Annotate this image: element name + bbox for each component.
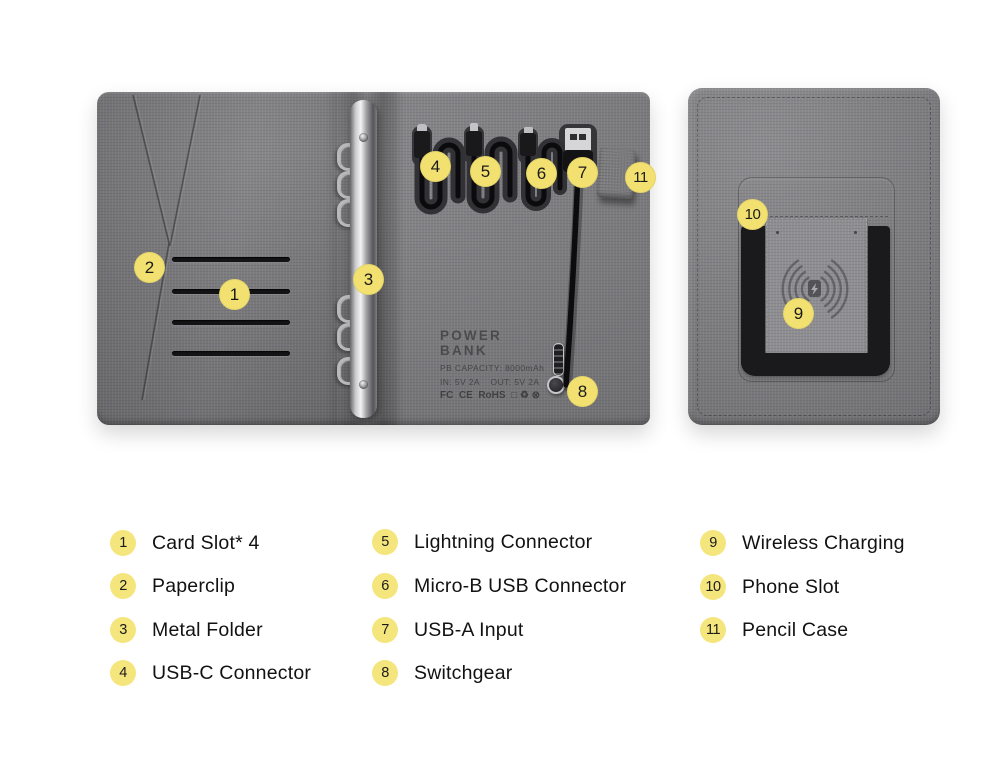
- legend-label: Lightning Connector: [414, 530, 593, 553]
- legend-num-badge: 2: [110, 573, 136, 599]
- legend-label: Phone Slot: [742, 575, 840, 598]
- binder-ring: [337, 143, 355, 171]
- legend-item-card-slot: 1 Card Slot* 4: [110, 530, 260, 556]
- callout-usbc: 4: [420, 151, 451, 182]
- card-slot: [172, 320, 290, 325]
- legend-item-phone-slot: 10 Phone Slot: [700, 574, 839, 600]
- legend-num-badge: 1: [110, 530, 136, 556]
- legend-item-wireless: 9 Wireless Charging: [700, 530, 905, 556]
- binder-screw: [359, 133, 368, 142]
- legend-label: Wireless Charging: [742, 531, 905, 554]
- legend-num-badge: 11: [700, 617, 726, 643]
- legend-num-badge: 9: [700, 530, 726, 556]
- legend-num-badge: 7: [372, 617, 398, 643]
- callout-metal-folder: 3: [353, 264, 384, 295]
- binder-ring: [337, 357, 355, 385]
- powerbank-io-spec: IN: 5V 2A OUT: 5V 2A: [440, 377, 540, 387]
- legend-label: Paperclip: [152, 574, 236, 597]
- binder-ring: [337, 171, 355, 199]
- legend-item-switchgear: 8 Switchgear: [372, 660, 512, 686]
- callout-paperclip: 2: [134, 252, 165, 283]
- legend-label: Metal Folder: [152, 618, 263, 641]
- legend-item-metal-folder: 3 Metal Folder: [110, 617, 263, 643]
- legend-label: Card Slot* 4: [152, 531, 260, 554]
- binder-screw: [359, 380, 368, 389]
- legend-item-paperclip: 2 Paperclip: [110, 573, 235, 599]
- callout-card-slot: 1: [219, 279, 250, 310]
- legend-item-usba: 7 USB-A Input: [372, 617, 524, 643]
- power-button: [547, 376, 565, 394]
- closed-notebook: [688, 88, 940, 425]
- legend-num-badge: 5: [372, 529, 398, 555]
- legend-item-lightning: 5 Lightning Connector: [372, 529, 592, 555]
- powerbank-title: POWER BANK: [440, 328, 503, 358]
- legend-num-badge: 8: [372, 660, 398, 686]
- cover-stitching: [697, 97, 931, 416]
- callout-switchgear: 8: [567, 376, 598, 407]
- pocket-stitching: [745, 216, 888, 217]
- binder-ring: [337, 295, 355, 323]
- pad-rivet: [776, 231, 779, 234]
- card-slot: [172, 257, 290, 262]
- callout-phone-slot: 10: [737, 199, 768, 230]
- legend-num-badge: 6: [372, 573, 398, 599]
- legend-label: Pencil Case: [742, 618, 849, 641]
- metal-binder-bar: [350, 100, 377, 418]
- legend-item-pencil-case: 11 Pencil Case: [700, 617, 848, 643]
- power-switch: [553, 343, 564, 376]
- powerbank-capacity: PB CAPACITY: 8000mAh: [440, 363, 545, 373]
- legend-item-usbc: 4 USB-C Connector: [110, 660, 311, 686]
- pad-rivet: [854, 231, 857, 234]
- powerbank-cert-marks: FC CE RoHS □ ♻ ⊗: [440, 390, 541, 401]
- callout-pencil-case: 11: [625, 162, 656, 193]
- legend-label: Switchgear: [414, 661, 513, 684]
- legend-label: USB-A Input: [414, 618, 524, 641]
- callout-usba: 7: [567, 157, 598, 188]
- legend-num-badge: 4: [110, 660, 136, 686]
- wireless-charging-pad: [766, 218, 867, 356]
- callout-lightning: 5: [470, 156, 501, 187]
- legend-num-badge: 3: [110, 617, 136, 643]
- card-slot: [172, 351, 290, 356]
- binder-ring: [337, 323, 355, 351]
- powerbank-print: POWER BANK PB CAPACITY: 8000mAh IN: 5V 2…: [440, 328, 550, 401]
- elastic-band: [741, 226, 890, 376]
- callout-microb: 6: [526, 158, 557, 189]
- binder-ring: [337, 199, 355, 227]
- phone-slot-pocket: [738, 177, 895, 382]
- legend-item-microb: 6 Micro-B USB Connector: [372, 573, 626, 599]
- callout-wireless: 9: [783, 298, 814, 329]
- legend-label: Micro-B USB Connector: [414, 574, 627, 597]
- legend-label: USB-C Connector: [152, 661, 312, 684]
- open-notebook: POWER BANK PB CAPACITY: 8000mAh IN: 5V 2…: [97, 92, 650, 425]
- legend-num-badge: 10: [700, 574, 726, 600]
